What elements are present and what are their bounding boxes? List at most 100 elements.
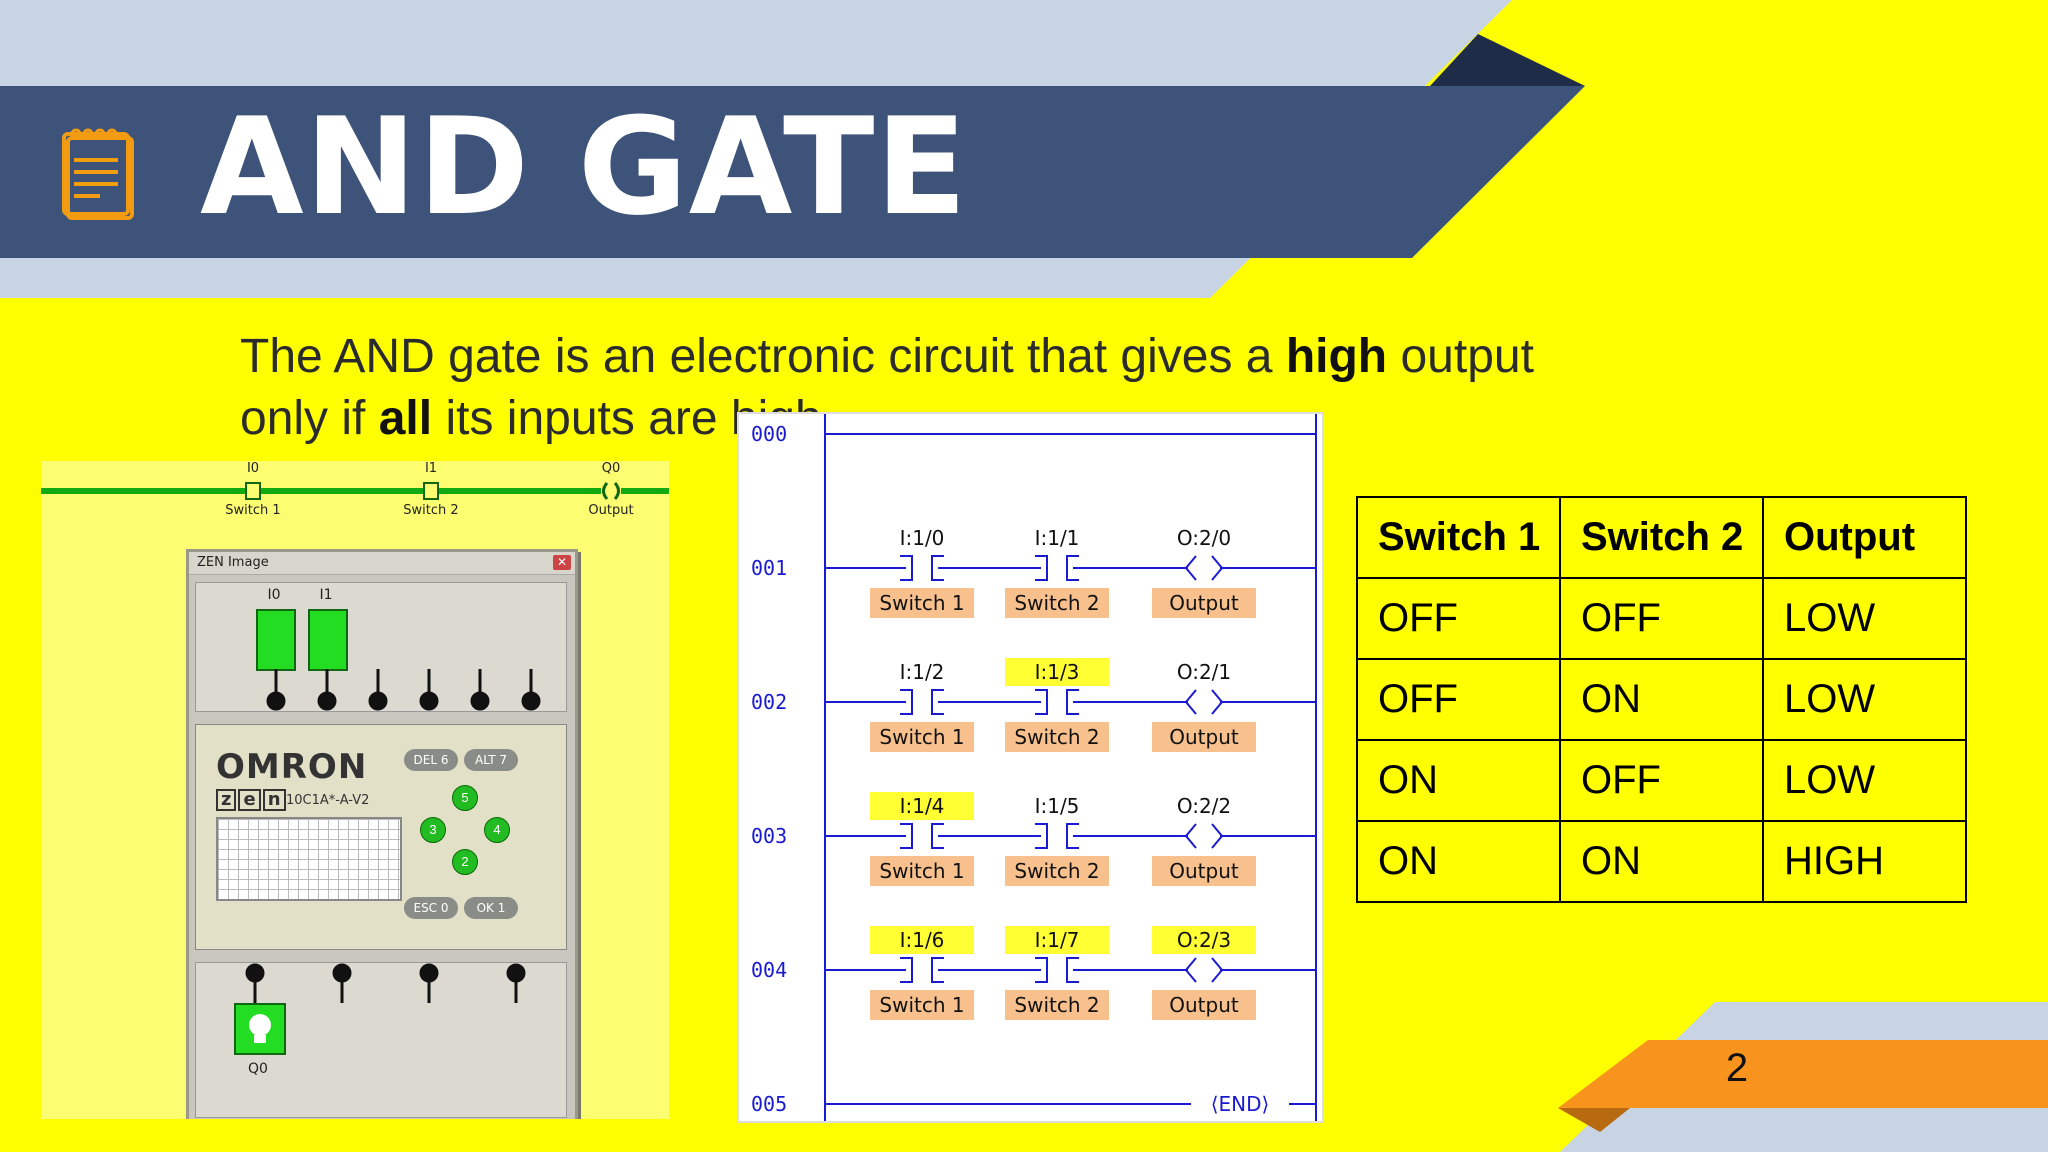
zen-output-area: Q0 bbox=[195, 962, 567, 1118]
rail-name-switch2: Switch 2 bbox=[403, 503, 459, 518]
truth-table-header: Switch 1 Switch 2 Output bbox=[1356, 496, 1967, 579]
rung-number: 003 bbox=[751, 824, 788, 848]
page-number: 2 bbox=[1725, 1046, 1749, 1090]
table-row: OFF ON LOW bbox=[1356, 658, 1967, 741]
contact-address: I:1/2 bbox=[899, 660, 945, 684]
output-lamp-q0 bbox=[234, 1003, 286, 1055]
contact-address: I:1/1 bbox=[1034, 526, 1080, 550]
brand-logo: OMRON bbox=[216, 747, 368, 787]
input-switch-i0[interactable] bbox=[256, 609, 296, 671]
table-cell: OFF bbox=[1559, 739, 1764, 822]
down-arrow-button[interactable]: 2 bbox=[452, 849, 478, 875]
header-switch2: Switch 2 bbox=[1559, 496, 1764, 579]
table-cell: OFF bbox=[1559, 577, 1764, 660]
table-row: ON OFF LOW bbox=[1356, 739, 1967, 822]
up-arrow-button[interactable]: 5 bbox=[452, 785, 478, 811]
table-cell: ON bbox=[1559, 658, 1764, 741]
contact-symbol bbox=[900, 957, 944, 983]
page-number-tab bbox=[1558, 1040, 2048, 1108]
header-output: Output bbox=[1762, 496, 1967, 579]
rail-name-switch1: Switch 1 bbox=[225, 503, 281, 518]
zen-top-rung bbox=[41, 481, 669, 501]
coil-symbol bbox=[1184, 957, 1224, 983]
coil-tag: Output bbox=[1152, 856, 1256, 886]
del-button[interactable]: DEL 6 bbox=[404, 749, 458, 771]
input-terminals bbox=[266, 669, 541, 711]
contact-tag: Switch 2 bbox=[1005, 990, 1109, 1020]
input-label-i0: I0 bbox=[267, 587, 281, 603]
contact-address: I:1/0 bbox=[899, 526, 945, 550]
intro-text: The AND gate is an electronic circuit th… bbox=[240, 326, 1580, 450]
table-cell: LOW bbox=[1762, 658, 1967, 741]
coil-tag: Output bbox=[1152, 722, 1256, 752]
ok-button[interactable]: OK 1 bbox=[464, 897, 518, 919]
zen-window-titlebar: ZEN Image ✕ bbox=[189, 552, 575, 575]
contact-symbol bbox=[1035, 823, 1079, 849]
output-terminals bbox=[245, 963, 526, 1003]
truth-table: Switch 1 Switch 2 Output OFF OFF LOW OFF… bbox=[1356, 496, 1967, 903]
right-arrow-button[interactable]: 4 bbox=[484, 817, 510, 843]
contact-symbol bbox=[1035, 957, 1079, 983]
contact-tag: Switch 2 bbox=[1005, 856, 1109, 886]
rail-addr-q0: Q0 bbox=[601, 461, 621, 476]
tab-fold bbox=[1558, 1108, 1630, 1132]
contact-address: I:1/3 bbox=[1005, 658, 1109, 686]
contact-tag: Switch 1 bbox=[870, 990, 974, 1020]
rung-number: 005 bbox=[751, 1092, 788, 1116]
coil-symbol bbox=[1184, 689, 1224, 715]
notepad-icon bbox=[62, 128, 134, 220]
zen-window-title: ZEN Image bbox=[197, 555, 269, 570]
coil-tag: Output bbox=[1152, 990, 1256, 1020]
contact-tag: Switch 1 bbox=[870, 588, 974, 618]
table-row: OFF OFF LOW bbox=[1356, 577, 1967, 660]
rung-number: 001 bbox=[751, 556, 788, 580]
zen-simulator: I0 Switch 1 I1 Switch 2 Q0 Output ZEN Im… bbox=[41, 461, 669, 1119]
coil-address: O:2/0 bbox=[1176, 526, 1232, 550]
coil-symbol bbox=[1184, 555, 1224, 581]
contact-address: I:1/7 bbox=[1005, 926, 1109, 954]
esc-button[interactable]: ESC 0 bbox=[404, 897, 458, 919]
input-switch-i1[interactable] bbox=[308, 609, 348, 671]
ladder-wiring: ⟨END⟩ bbox=[824, 414, 1317, 1121]
alt-button[interactable]: ALT 7 bbox=[464, 749, 518, 771]
table-cell: OFF bbox=[1356, 577, 1561, 660]
contact-tag: Switch 2 bbox=[1005, 722, 1109, 752]
contact-symbol bbox=[900, 823, 944, 849]
end-instruction: ⟨END⟩ bbox=[1211, 1092, 1270, 1116]
output-label-q0: Q0 bbox=[248, 1061, 268, 1077]
coil-tag: Output bbox=[1152, 588, 1256, 618]
contact-symbol bbox=[1035, 689, 1079, 715]
table-cell: OFF bbox=[1356, 658, 1561, 741]
banner-fold bbox=[1430, 34, 1585, 86]
contact-address: I:1/6 bbox=[870, 926, 974, 954]
model-number: 10C1A*-A-V2 bbox=[286, 793, 370, 808]
lightbulb-icon bbox=[249, 1014, 271, 1043]
input-label-i1: I1 bbox=[319, 587, 333, 603]
table-cell: ON bbox=[1356, 820, 1561, 903]
intro-bold-high: high bbox=[1285, 330, 1388, 383]
contact-symbol bbox=[900, 555, 944, 581]
table-cell: LOW bbox=[1762, 739, 1967, 822]
coil-symbol bbox=[1184, 823, 1224, 849]
title-banner bbox=[0, 86, 1585, 258]
coil-address: O:2/3 bbox=[1152, 926, 1256, 954]
table-cell: ON bbox=[1559, 820, 1764, 903]
rung-number: 004 bbox=[751, 958, 788, 982]
close-icon[interactable]: ✕ bbox=[553, 555, 571, 570]
intro-part2: output only if bbox=[240, 330, 1534, 445]
rung-number: 000 bbox=[751, 422, 788, 446]
rung-number: 002 bbox=[751, 690, 788, 714]
coil-address: O:2/1 bbox=[1176, 660, 1232, 684]
lcd-display bbox=[216, 817, 402, 901]
contact-address: I:1/4 bbox=[870, 792, 974, 820]
contact-symbol bbox=[900, 689, 944, 715]
table-cell: ON bbox=[1356, 739, 1561, 822]
rail-name-output: Output bbox=[588, 503, 634, 518]
left-arrow-button[interactable]: 3 bbox=[420, 817, 446, 843]
rail-addr-i0: I0 bbox=[246, 461, 260, 476]
